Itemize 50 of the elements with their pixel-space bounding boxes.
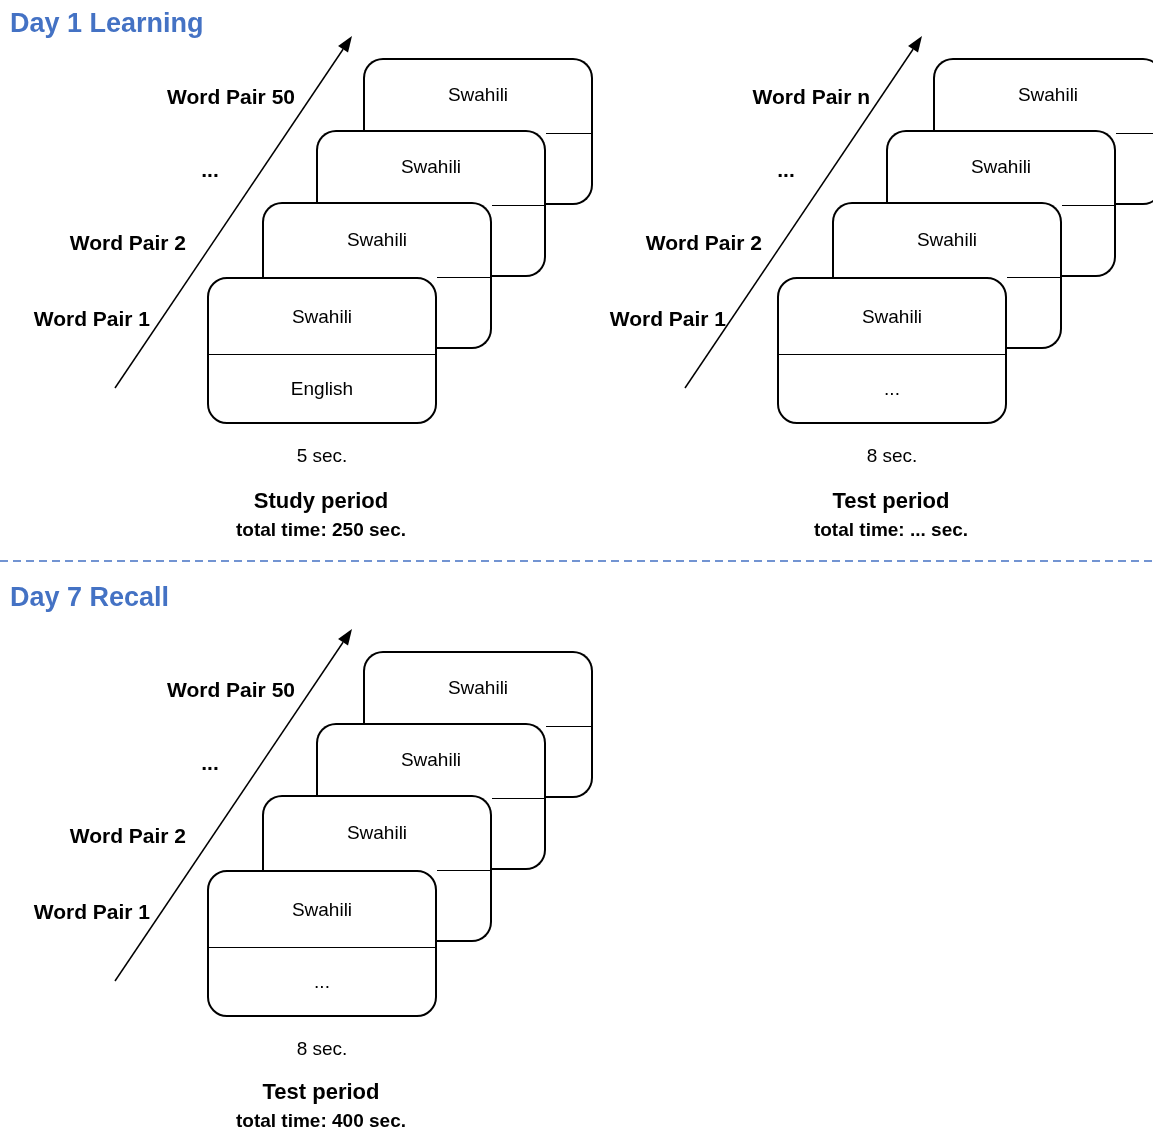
card-text: ... bbox=[314, 969, 330, 994]
word-card bbox=[262, 202, 492, 277]
total-time-label: total time: ... sec. bbox=[813, 517, 969, 542]
word-card bbox=[933, 58, 1153, 130]
word-card bbox=[316, 723, 546, 795]
word-pair-label: ... bbox=[201, 750, 219, 777]
word-pair-label: Word Pair 1 bbox=[33, 306, 150, 333]
word-card bbox=[886, 130, 1116, 202]
word-pair-label: Word Pair 1 bbox=[33, 899, 150, 926]
card-text: Swahili bbox=[400, 747, 462, 772]
word-card bbox=[777, 277, 1007, 424]
total-time-label: total time: 250 sec. bbox=[236, 517, 406, 542]
word-pair-label: Word Pair 2 bbox=[69, 823, 186, 850]
card-text: Swahili bbox=[346, 228, 408, 253]
card-text: Swahili bbox=[400, 154, 462, 179]
card-text: Swahili bbox=[861, 305, 923, 330]
word-pair-label: Word Pair 1 bbox=[609, 306, 726, 333]
card-text: ... bbox=[884, 376, 900, 401]
period-title: Study period bbox=[253, 486, 389, 515]
section-title: Day 7 Recall bbox=[10, 580, 170, 614]
period-title: Test period bbox=[262, 1077, 380, 1106]
duration-label: 8 sec. bbox=[866, 443, 918, 468]
word-card bbox=[207, 870, 437, 1017]
card-text: Swahili bbox=[970, 154, 1032, 179]
card-text: Swahili bbox=[916, 228, 978, 253]
word-card bbox=[207, 277, 437, 424]
section-title: Day 1 Learning bbox=[10, 6, 204, 40]
word-card bbox=[316, 130, 546, 202]
card-text: Swahili bbox=[1017, 82, 1079, 107]
word-card bbox=[262, 795, 492, 870]
word-pair-label: Word Pair 2 bbox=[645, 230, 762, 257]
card-text: Swahili bbox=[447, 82, 509, 107]
word-pair-label: ... bbox=[777, 157, 795, 184]
card-text: Swahili bbox=[447, 675, 509, 700]
duration-label: 8 sec. bbox=[296, 1036, 348, 1061]
word-card bbox=[363, 651, 593, 723]
word-card bbox=[832, 202, 1062, 277]
word-pair-label: Word Pair 50 bbox=[167, 677, 295, 704]
total-time-label: total time: 400 sec. bbox=[236, 1108, 406, 1131]
word-pair-label: Word Pair 50 bbox=[167, 84, 295, 111]
card-text: Swahili bbox=[291, 898, 353, 923]
word-pair-label: Word Pair n bbox=[752, 84, 870, 111]
duration-label: 5 sec. bbox=[296, 443, 348, 468]
word-pair-label: ... bbox=[201, 157, 219, 184]
card-text: English bbox=[290, 376, 354, 401]
period-title: Test period bbox=[832, 486, 950, 515]
card-text: Swahili bbox=[346, 821, 408, 846]
card-text: Swahili bbox=[291, 305, 353, 330]
word-pair-label: Word Pair 2 bbox=[69, 230, 186, 257]
word-card bbox=[363, 58, 593, 130]
